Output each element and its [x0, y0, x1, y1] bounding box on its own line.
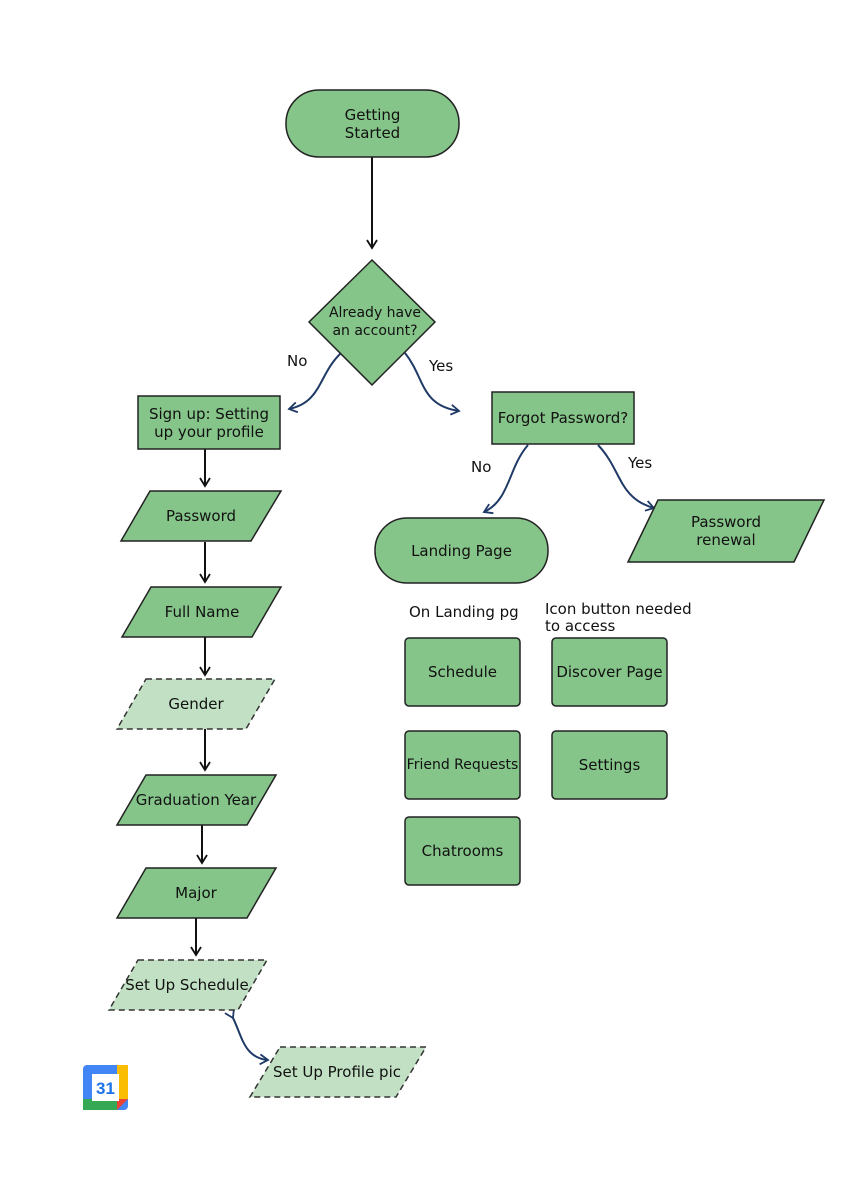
annotation-on-landing: On Landing pg [409, 603, 519, 621]
google-calendar-icon[interactable]: 31 [83, 1065, 128, 1110]
edge-forgot-no [482, 444, 529, 515]
node-password-renewal-shape[interactable] [626, 499, 826, 563]
edge-label-yes-2: Yes [628, 454, 653, 472]
node-forgot-password-shape[interactable] [491, 391, 635, 445]
node-already-account-shape[interactable] [307, 258, 437, 387]
edge-label-yes-1: Yes [429, 357, 454, 375]
node-chatrooms-shape[interactable] [404, 816, 521, 886]
node-landing-page-shape[interactable] [374, 517, 549, 584]
node-full-name-shape[interactable] [120, 586, 283, 638]
node-sign-up-shape[interactable] [137, 395, 281, 450]
edge-decision-no [287, 352, 342, 414]
node-getting-started-shape[interactable] [285, 89, 460, 158]
node-major-shape[interactable] [115, 867, 278, 919]
edge-forgot-yes [597, 444, 656, 512]
connectors-black [190, 157, 378, 957]
node-password-shape[interactable] [119, 490, 283, 542]
node-graduation-year-shape[interactable] [115, 774, 278, 826]
node-set-up-profile-pic-shape[interactable] [248, 1046, 428, 1098]
edge-label-no-2: No [471, 458, 492, 476]
node-schedule-shape[interactable] [404, 637, 521, 707]
annotation-icon-button: Icon button needed to access [545, 600, 692, 635]
edge-label-no-1: No [287, 352, 308, 370]
edge-decision-yes [404, 352, 461, 416]
edge-schedule-to-profilepic [224, 1008, 270, 1066]
node-discover-page-shape[interactable] [551, 637, 668, 707]
node-gender-shape[interactable] [115, 678, 277, 730]
node-friend-requests-shape[interactable] [404, 730, 521, 800]
node-settings-shape[interactable] [551, 730, 668, 800]
node-set-up-schedule-shape[interactable] [107, 959, 269, 1011]
calendar-day-number: 31 [96, 1079, 115, 1098]
connectors-blue [224, 352, 656, 1066]
